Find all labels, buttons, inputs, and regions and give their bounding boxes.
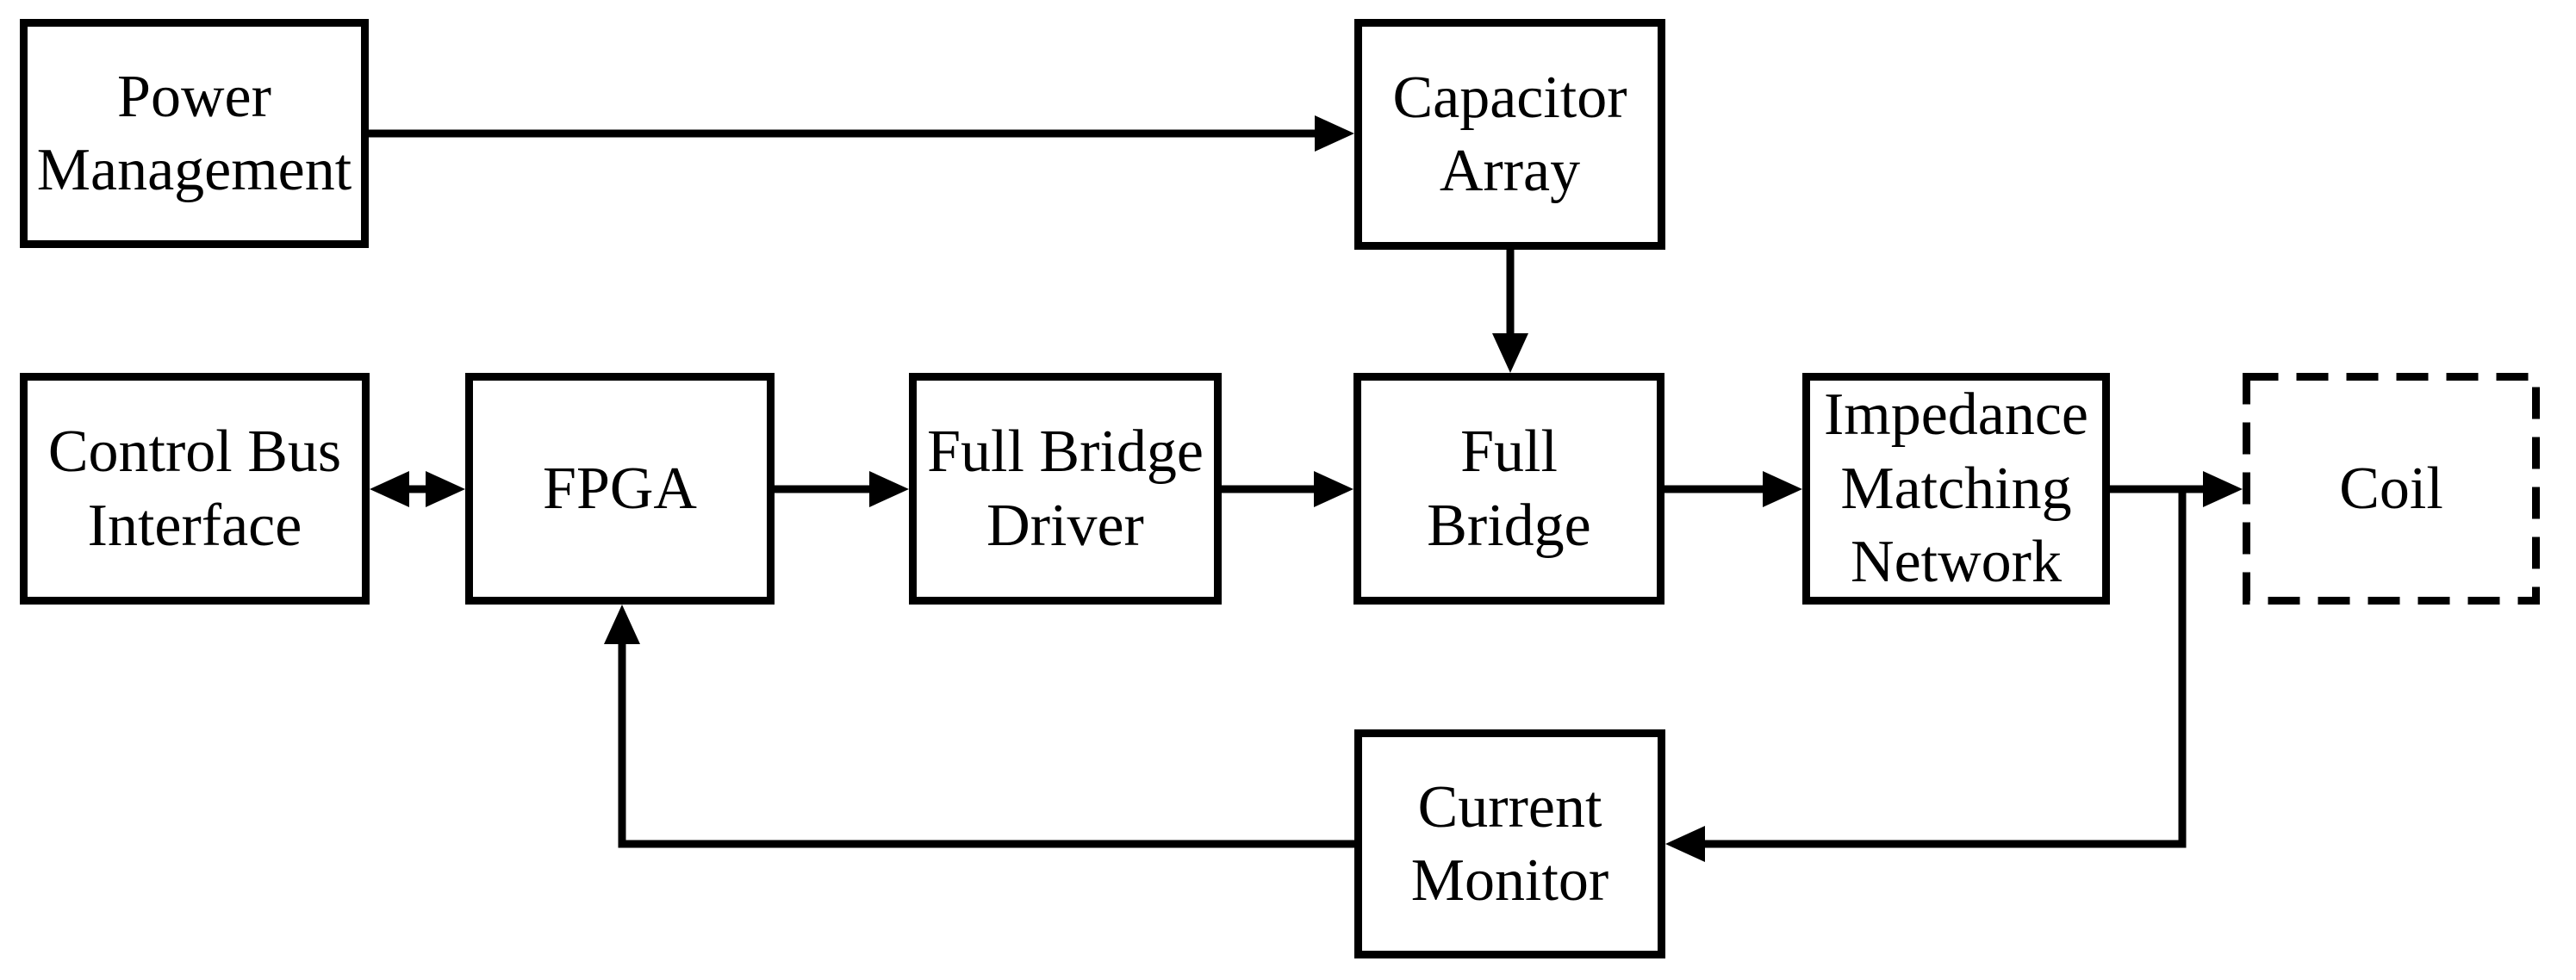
block-impedance-matching-network: Impedance Matching Network xyxy=(1802,373,2110,605)
block-fpga-label: FPGA xyxy=(543,455,697,522)
block-power-management-label: Power Management xyxy=(36,63,352,203)
block-full-bridge: Full Bridge xyxy=(1353,373,1664,605)
edge-full-bridge-driver-to-full-bridge xyxy=(1222,471,1353,507)
block-current-monitor: Current Monitor xyxy=(1354,729,1665,958)
block-fpga: FPGA xyxy=(465,373,775,605)
block-control-bus-interface: Control Bus Interface xyxy=(20,373,370,605)
edge-current-monitor-to-fpga xyxy=(604,605,1354,848)
edge-full-bridge-to-impedance-matching-network xyxy=(1664,471,1802,507)
block-coil-label: Coil xyxy=(2339,455,2443,522)
edge-impedance-matching-network-to-coil xyxy=(2110,471,2243,507)
block-capacitor-array: Capacitor Array xyxy=(1354,19,1665,250)
block-capacitor-array-label: Capacitor Array xyxy=(1392,64,1627,204)
edge-fpga-to-full-bridge-driver xyxy=(775,471,909,507)
edge-control-bus-interface-fpga-bidirectional xyxy=(370,471,465,507)
block-full-bridge-driver: Full Bridge Driver xyxy=(909,373,1222,605)
block-control-bus-interface-label: Control Bus Interface xyxy=(47,419,342,559)
block-full-bridge-label: Full Bridge xyxy=(1427,419,1591,559)
block-power-management: Power Management xyxy=(20,19,369,248)
block-impedance-matching-network-label: Impedance Matching Network xyxy=(1823,381,2089,596)
block-coil: Coil xyxy=(2243,373,2540,605)
edge-output-tap-to-current-monitor xyxy=(1665,489,2187,862)
block-current-monitor-label: Current Monitor xyxy=(1410,773,1609,914)
edge-power-management-to-capacitor-array xyxy=(369,115,1354,152)
coil-dashed-outline xyxy=(2243,373,2540,605)
block-full-bridge-driver-label: Full Bridge Driver xyxy=(927,419,1204,559)
edge-capacitor-array-to-full-bridge xyxy=(1492,248,1528,373)
